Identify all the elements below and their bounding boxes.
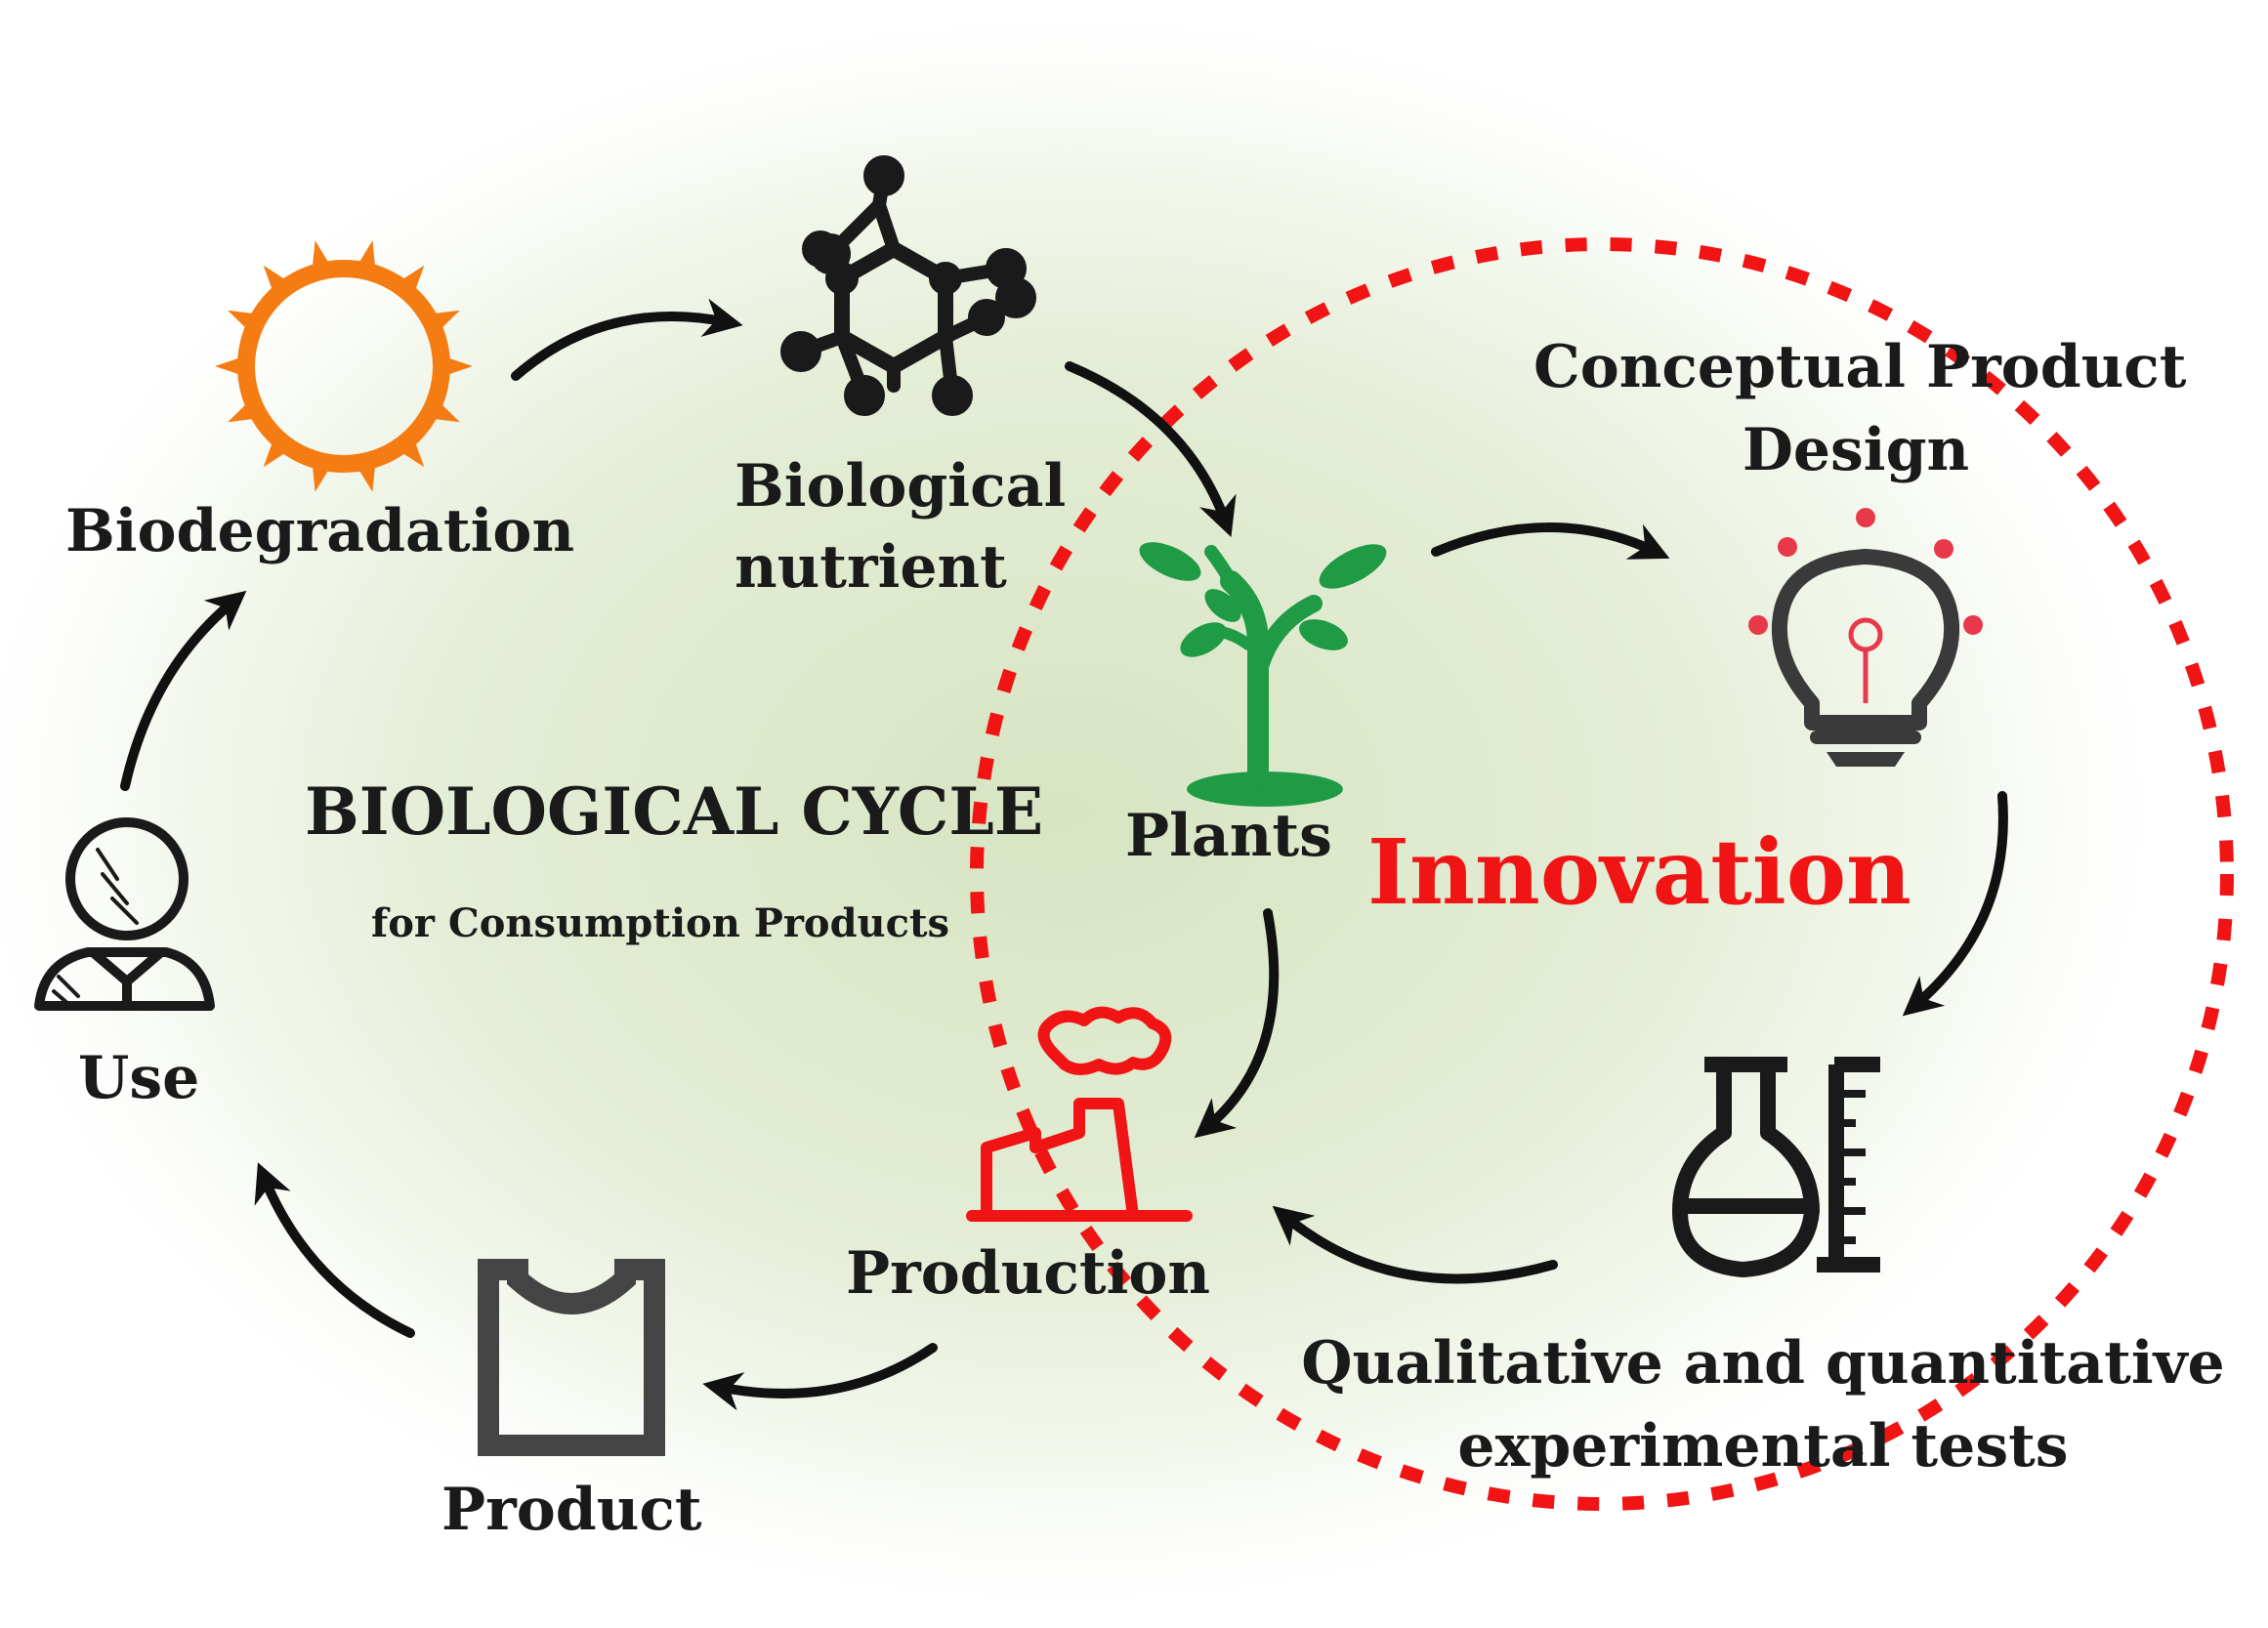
lightbulb-icon [1748,508,1983,767]
arrow-use-to-biodegradation [120,590,247,791]
plants-label: Plants [1125,802,1332,870]
arrow-product-to-use [254,1162,415,1338]
arrow-tests-to-production [1272,1205,1558,1284]
molecule-icon [780,155,1036,416]
arrow-production-to-product [702,1343,938,1411]
tests-label-line1: Qualitative and quantitative [1301,1329,2225,1398]
use-label: Use [78,1044,200,1112]
innovation-label: Innovation [1367,819,1911,925]
arrow-plants-to-production [1194,908,1280,1139]
factory-icon [966,1006,1193,1222]
tests-label-line2: experimental tests [1457,1412,2069,1481]
biodegradation-label: Biodegradation [65,497,575,565]
product-label: Product [441,1476,702,1544]
innovation-dashed-circle [970,237,2234,1511]
cycle-title: BIOLOGICAL CYCLE [305,773,1044,850]
arrow-design-to-tests [1902,791,2008,1017]
arrow-nutrient-to-plants [1065,361,1237,538]
sun-icon [215,240,473,492]
nutrient-label-line2: nutrient [735,533,1007,602]
background-glow [0,0,2188,1628]
arrow-plants-to-design [1431,522,1670,560]
production-label: Production [846,1239,1211,1308]
arrow-biodegradation-to-nutrient [511,298,743,381]
design-label-line2: Design [1742,416,1970,484]
flask-icon [1672,1057,1880,1277]
cycle-subtitle: for Consumption Products [371,900,949,946]
person-icon [34,817,215,1011]
shirt-icon [478,1259,665,1456]
design-label-line1: Conceptual Product [1533,333,2187,401]
sprout-icon [1139,542,1387,807]
nutrient-label-line1: Biological [735,452,1067,521]
